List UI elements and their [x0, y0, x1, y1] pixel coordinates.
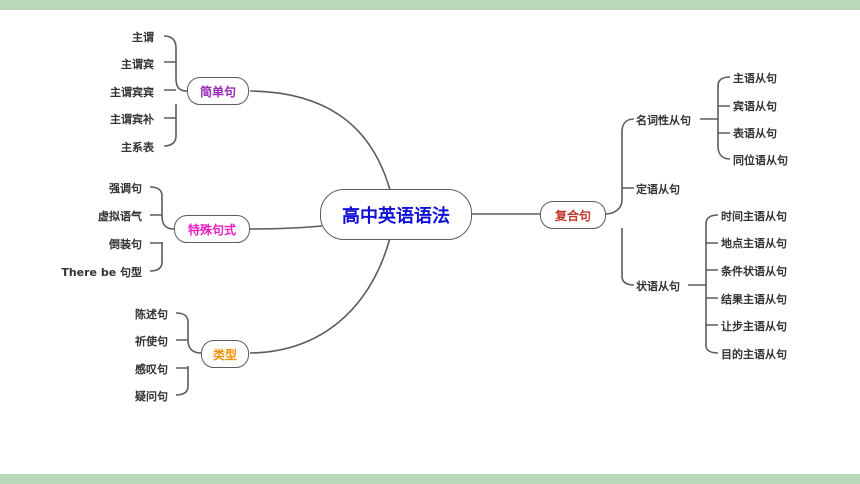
adverbial-item-5: 让步主语从句 [721, 320, 787, 333]
bracket-complex [604, 118, 635, 286]
bracket-adverbial [688, 214, 719, 354]
simple-item-2: 主谓宾 [121, 58, 154, 71]
center-node-label: 高中英语语法 [342, 205, 450, 227]
bracket-simple [163, 35, 188, 147]
simple-sentence-label: 简单句 [199, 84, 236, 99]
connector-center-special [247, 225, 323, 230]
types-item-3: 感叹句 [135, 363, 168, 376]
special-item-3: 倒装句 [109, 238, 142, 251]
connector-center-simple [249, 90, 391, 191]
adverbial-item-3: 条件状语从句 [721, 265, 787, 278]
adverbial-item-2: 地点主语从句 [721, 237, 787, 250]
special-item-2: 虚拟语气 [98, 210, 142, 223]
special-item-1: 强调句 [109, 182, 142, 195]
noun-clause-item-4: 同位语从句 [733, 154, 788, 167]
bracket-types [175, 312, 202, 396]
simple-item-1: 主谓 [132, 31, 154, 44]
attributive-clause-label: 定语从句 [636, 183, 680, 196]
special-sentence-node[interactable]: 特殊句式 [174, 215, 250, 243]
special-item-4: There be 句型 [61, 266, 142, 279]
simple-item-3: 主谓宾宾 [110, 86, 154, 99]
complex-sentence-label: 复合句 [554, 208, 591, 223]
types-item-1: 陈述句 [135, 308, 168, 321]
noun-clause-item-1: 主语从句 [733, 72, 777, 85]
adverbial-item-1: 时间主语从句 [721, 210, 787, 223]
special-sentence-label: 特殊句式 [187, 222, 236, 237]
bottom-band [0, 474, 860, 484]
noun-clause-item-3: 表语从句 [733, 127, 777, 140]
simple-sentence-node[interactable]: 简单句 [187, 77, 249, 105]
types-item-2: 祈使句 [135, 335, 168, 348]
simple-item-5: 主系表 [121, 141, 154, 154]
types-node[interactable]: 类型 [201, 340, 249, 368]
adverbial-item-6: 目的主语从句 [721, 348, 787, 361]
adverbial-clause-label: 状语从句 [636, 280, 680, 293]
connector-center-types [249, 237, 391, 354]
bracket-special [149, 186, 175, 272]
bracket-noun-clause [700, 76, 731, 160]
noun-clause-item-2: 宾语从句 [733, 100, 777, 113]
noun-clause-label: 名词性从句 [636, 114, 691, 127]
simple-item-4: 主谓宾补 [110, 113, 154, 126]
top-band [0, 0, 860, 10]
center-node[interactable]: 高中英语语法 [320, 189, 472, 240]
types-label: 类型 [212, 347, 237, 362]
complex-sentence-node[interactable]: 复合句 [540, 201, 606, 229]
types-item-4: 疑问句 [135, 390, 168, 403]
adverbial-item-4: 结果主语从句 [721, 293, 787, 306]
